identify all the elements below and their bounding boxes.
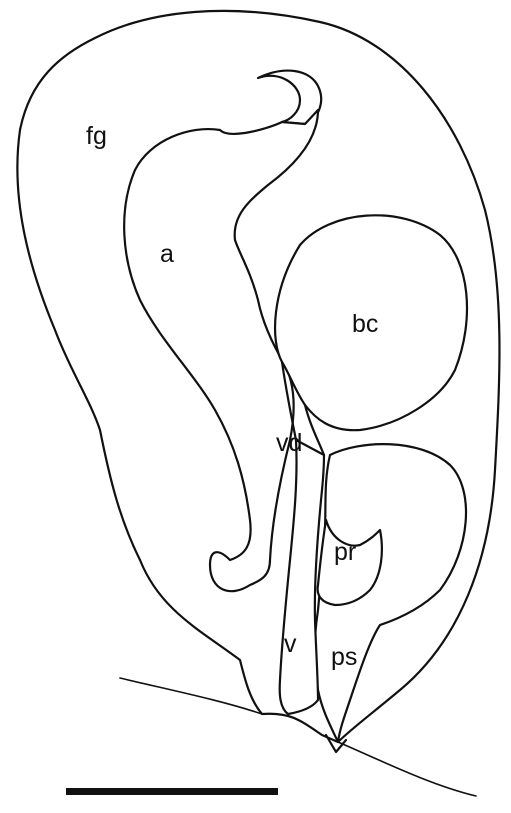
label-pr: pr <box>334 538 356 566</box>
label-v: v <box>284 630 297 658</box>
label-vd: vd <box>276 429 302 457</box>
body-wall-line <box>120 678 262 714</box>
label-ps: ps <box>331 643 357 671</box>
label-a: a <box>160 240 174 268</box>
label-fg: fg <box>86 122 107 150</box>
scale-bar <box>66 788 278 795</box>
body-wall-line <box>338 742 476 796</box>
label-bc: bc <box>352 310 378 338</box>
